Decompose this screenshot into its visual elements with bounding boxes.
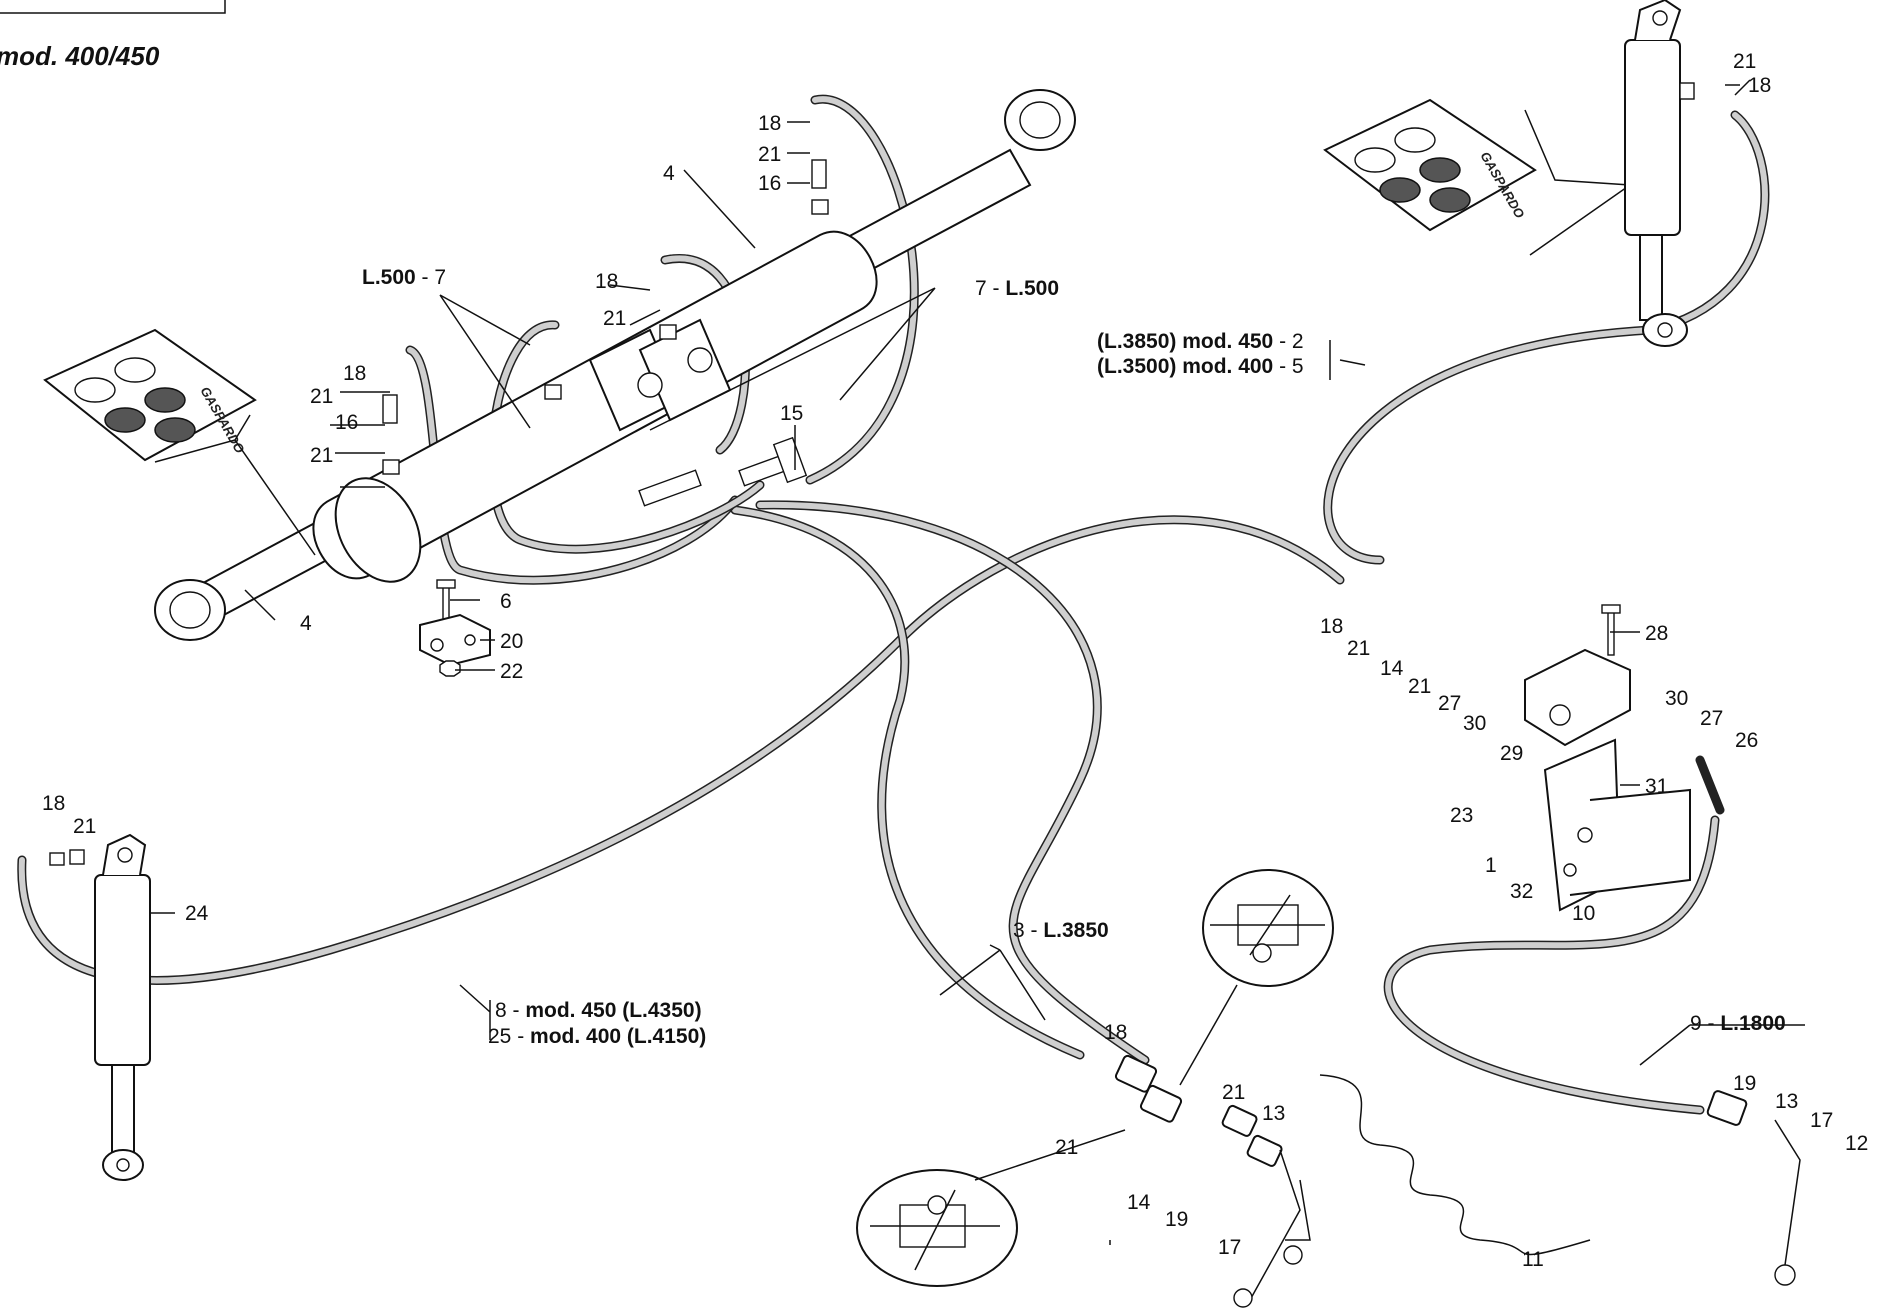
label-21i: 21 bbox=[1222, 1081, 1245, 1104]
label-21b: 21 bbox=[603, 307, 626, 330]
label-24: 24 bbox=[185, 902, 209, 925]
label-13i: 13 bbox=[1262, 1102, 1285, 1125]
label-21j: 21 bbox=[1055, 1136, 1078, 1159]
label-21h: 21 bbox=[73, 815, 96, 838]
label-18f: 18 bbox=[1320, 615, 1343, 638]
spiral-hose-guard bbox=[1319, 1074, 1591, 1256]
callout-mod400-l4150: 25 - mod. 400 (L.4150) bbox=[488, 1025, 706, 1048]
label-21c: 21 bbox=[310, 385, 333, 408]
label-12: 12 bbox=[1845, 1132, 1868, 1155]
hose-callouts: L.500 - 7 7 - L.500 (L.3850) mod. 450 - … bbox=[362, 266, 1786, 1048]
callout-l1800: 9 - L.1800 bbox=[1690, 1012, 1786, 1035]
top-right-cylinder bbox=[1624, 0, 1695, 347]
label-31: 31 bbox=[1645, 775, 1668, 798]
label-4a: 4 bbox=[663, 162, 675, 185]
diagram-title: mod. 400/450 bbox=[0, 41, 160, 71]
seal-kit-right: GASPARDO bbox=[1323, 98, 1537, 232]
label-18e: 18 bbox=[1748, 74, 1771, 97]
label-23: 23 bbox=[1450, 804, 1473, 827]
callout-mod400: (L.3500) mod. 400 - 5 bbox=[1097, 355, 1304, 378]
label-21d: 21 bbox=[310, 444, 333, 467]
label-20: 20 bbox=[500, 630, 523, 653]
seal-kit-left: GASPARDO bbox=[43, 328, 257, 462]
label-30g: 30 bbox=[1665, 687, 1688, 710]
label-18a: 18 bbox=[758, 112, 781, 135]
label-11: 11 bbox=[1522, 1248, 1544, 1271]
label-14f: 14 bbox=[1380, 657, 1404, 680]
leader-lines bbox=[150, 79, 1805, 1245]
label-29: 29 bbox=[1500, 742, 1523, 765]
callout-mod450-l4350: 8 - mod. 450 (L.4350) bbox=[495, 999, 702, 1022]
mounting-bracket bbox=[1543, 738, 1691, 912]
label-27g: 27 bbox=[1700, 707, 1723, 730]
label-10: 10 bbox=[1572, 902, 1595, 925]
main-hydraulic-cylinder bbox=[154, 89, 1076, 641]
label-6: 6 bbox=[500, 590, 512, 613]
label-17j: 17 bbox=[1218, 1236, 1241, 1259]
label-16a: 16 bbox=[758, 172, 781, 195]
callout-l500-right: 7 - L.500 bbox=[975, 277, 1059, 300]
label-15: 15 bbox=[780, 402, 803, 425]
label-19k: 19 bbox=[1733, 1072, 1756, 1095]
quick-couplers bbox=[1114, 1054, 1801, 1308]
left-cylinder bbox=[49, 833, 151, 1181]
hoses bbox=[17, 94, 1770, 1115]
label-26: 26 bbox=[1735, 729, 1758, 752]
callout-mod450: (L.3850) mod. 450 - 2 bbox=[1097, 330, 1304, 353]
tee-fittings bbox=[638, 436, 808, 507]
label-27f: 27 bbox=[1438, 692, 1461, 715]
label-16c: 16 bbox=[335, 411, 358, 434]
label-18b: 18 bbox=[595, 270, 618, 293]
label-1: 1 bbox=[1485, 854, 1497, 877]
title-frame bbox=[0, 0, 226, 14]
label-21g: 21 bbox=[1408, 675, 1431, 698]
label-32: 32 bbox=[1510, 880, 1533, 903]
valve-symbol-top bbox=[1179, 869, 1334, 1086]
label-19j: 19 bbox=[1165, 1208, 1188, 1231]
callout-l3850: 3 - L.3850 bbox=[1013, 919, 1109, 942]
label-18h: 18 bbox=[42, 792, 65, 815]
callout-l500-left: L.500 - 7 bbox=[362, 266, 446, 289]
seal-kit-pointers bbox=[154, 109, 1633, 556]
label-18i: 18 bbox=[1104, 1021, 1127, 1044]
label-18c: 18 bbox=[343, 362, 366, 385]
label-17k: 17 bbox=[1810, 1109, 1833, 1132]
label-14j: 14 bbox=[1127, 1191, 1151, 1214]
label-21e: 21 bbox=[1733, 50, 1756, 73]
valve-block bbox=[1524, 604, 1631, 747]
label-21a: 21 bbox=[758, 143, 781, 166]
label-4b: 4 bbox=[300, 612, 312, 635]
clamp-block bbox=[419, 579, 491, 677]
valve-symbol-bottom bbox=[856, 1129, 1126, 1287]
label-22: 22 bbox=[500, 660, 523, 683]
label-28: 28 bbox=[1645, 622, 1668, 645]
label-13k: 13 bbox=[1775, 1090, 1798, 1113]
label-21f: 21 bbox=[1347, 637, 1370, 660]
label-30f: 30 bbox=[1463, 712, 1486, 735]
part-number-labels: 18 21 16 4 18 21 18 21 16 21 15 4 6 20 2… bbox=[42, 50, 1868, 1271]
